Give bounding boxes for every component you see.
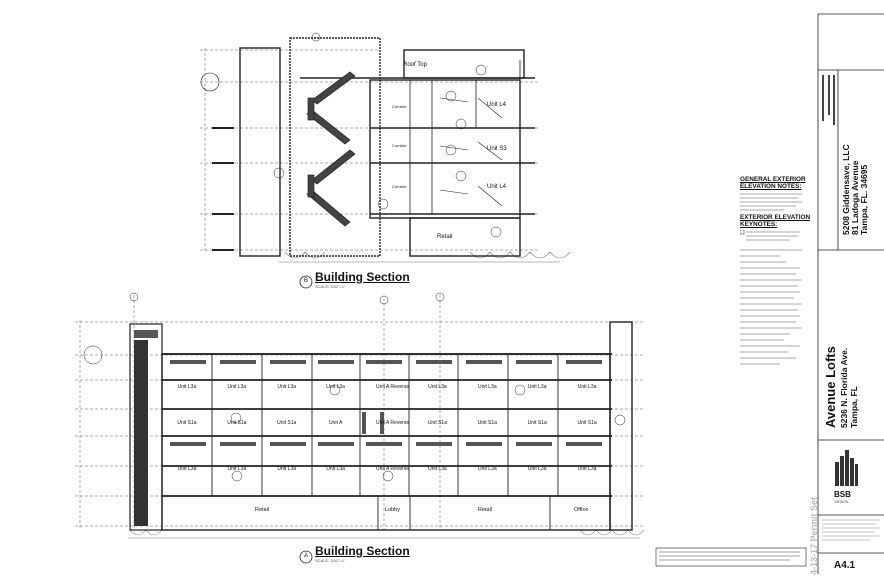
unit-label: Unit S1a (477, 420, 497, 426)
unit-label: Unit S1a (277, 420, 297, 426)
room-retail: Retail (437, 234, 453, 240)
ground-office: Office (574, 507, 589, 513)
section-b-marker: B (303, 278, 308, 284)
row-bot-labels: Unit L3a Unit L3a Unit L3a Unit L3a Unit… (162, 466, 612, 472)
unit-label: Unit L3a (428, 466, 447, 472)
section-a-scale: SCALE: 3/32"=1' (315, 558, 345, 563)
keynotes-heading: EXTERIOR ELEVATION KEYNOTES: (740, 214, 811, 228)
unit-label: Unit L3a (527, 466, 547, 472)
project-addr2: Tampa, FL (849, 386, 859, 428)
unit-label: Unit A Reverse (375, 466, 410, 472)
section-b-title: Building Section (315, 270, 410, 284)
unit-label: Unit S1a (527, 420, 547, 426)
room-unit-l4-upper: Unit L4 (487, 102, 507, 108)
unit-label: Unit A Reverse (375, 384, 410, 390)
row-mid-labels: Unit S1a Unit S1a Unit S1a Unit A Unit A… (162, 420, 612, 426)
room-unit-l4-lower: Unit L4 (487, 184, 507, 190)
owner-line3: Tampa, FL. 34695 (859, 164, 869, 235)
section-b-scale: SCALE: 3/32"=1' (315, 284, 345, 289)
unit-label: Unit L3a (227, 384, 247, 390)
permit-stamp: 4-13-17 Permit Set (809, 496, 819, 575)
unit-label: Unit L3a (577, 466, 597, 472)
room-corridor-3: Corridor (392, 184, 407, 189)
unit-label: Unit L3a (477, 466, 497, 472)
unit-label: Unit L3a (277, 384, 297, 390)
ground-retail-right: Retail (478, 507, 493, 513)
section-a-marker: A (303, 553, 308, 559)
sheet-number: A4.1 (834, 560, 856, 571)
unit-label: Unit L3a (227, 466, 247, 472)
unit-label: Unit S1a (577, 420, 597, 426)
unit-label: Unit L3a (177, 466, 197, 472)
unit-label: Unit L3a (326, 466, 345, 472)
firm-sub: DESIGN (835, 500, 849, 504)
unit-label: Unit L3a (277, 466, 297, 472)
room-roof-top: Roof Top (403, 62, 427, 68)
firm-logo-text: BSB (834, 490, 851, 499)
unit-label: Unit S1a (427, 420, 447, 426)
unit-label: Unit L3a (577, 384, 597, 390)
unit-label: Unit A (328, 420, 343, 426)
general-notes-heading: GENERAL EXTERIOR ELEVATION NOTES: (740, 176, 806, 190)
room-corridor-1: Corridor (392, 104, 407, 109)
project-addr1: 5236 N. Florida Ave. (839, 347, 849, 428)
room-unit-s3: Unit S3 (487, 146, 507, 152)
project-name: Avenue Lofts (823, 346, 838, 428)
unit-label: Unit L3a (326, 384, 345, 390)
unit-label: Unit A Reverse (375, 420, 410, 426)
row-top-labels: Unit L3a Unit L3a Unit L3a Unit L3a Unit… (162, 384, 612, 390)
unit-label: Unit S1a (227, 420, 247, 426)
ground-retail-left: Retail (255, 507, 270, 513)
unit-label: Unit L3a (527, 384, 547, 390)
section-a-title: Building Section (315, 544, 410, 558)
general-notes-lines (740, 193, 802, 211)
ground-lobby: Lobby (385, 507, 400, 513)
room-corridor-2: Corridor (392, 143, 407, 148)
unit-label: Unit L3a (477, 384, 497, 390)
unit-label: Unit S1a (177, 420, 197, 426)
keynotes-lines (740, 230, 802, 365)
unit-label: Unit L3a (177, 384, 197, 390)
unit-label: Unit L3a (428, 384, 447, 390)
